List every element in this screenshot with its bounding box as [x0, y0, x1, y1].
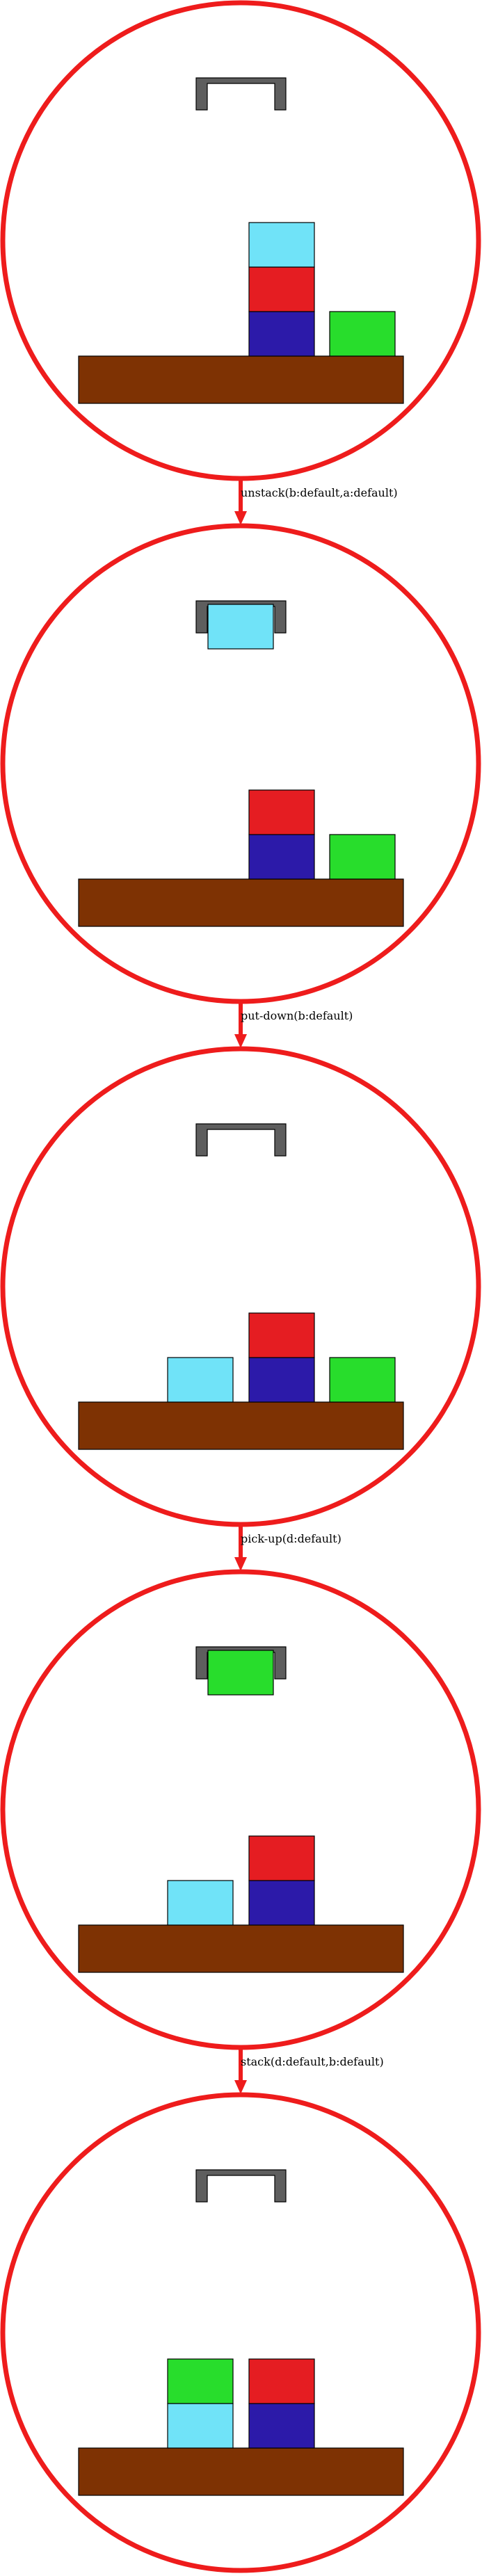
block-d — [329, 834, 396, 880]
block-c — [248, 266, 315, 312]
block-a — [248, 1880, 315, 1926]
table — [78, 1401, 404, 1450]
transition-label: pick-up(d:default) — [241, 1532, 342, 1545]
transition-arrow-4: stack(d:default,b:default) — [234, 2050, 384, 2094]
transition-label: put-down(b:default) — [241, 1009, 353, 1022]
block-d — [329, 1357, 396, 1403]
state-5 — [0, 2092, 481, 2573]
state-4 — [0, 1569, 481, 2050]
gripper — [195, 1123, 287, 1157]
gripper — [195, 1646, 287, 1680]
table — [78, 355, 404, 404]
block-d — [167, 2358, 234, 2404]
block-b — [248, 222, 315, 268]
gripper — [195, 600, 287, 634]
state-circle — [0, 2092, 481, 2573]
block-c — [248, 789, 315, 835]
state-1 — [0, 0, 481, 481]
block-a — [248, 834, 315, 880]
block-a — [248, 2403, 315, 2449]
block-c — [248, 1835, 315, 1881]
block-a — [248, 1357, 315, 1403]
state-circle — [0, 0, 481, 481]
block-b — [167, 2403, 234, 2449]
block-a — [248, 311, 315, 357]
state-circle — [0, 1046, 481, 1527]
state-circle — [0, 523, 481, 1004]
block-c — [248, 1312, 315, 1358]
block-c — [248, 2358, 315, 2404]
gripper — [195, 77, 287, 111]
transition-label: unstack(b:default,a:default) — [241, 486, 398, 499]
gripper — [195, 2169, 287, 2203]
table — [78, 878, 404, 927]
state-3 — [0, 1046, 481, 1527]
block-b — [167, 1880, 234, 1926]
held-block-b — [207, 604, 274, 650]
state-2 — [0, 523, 481, 1004]
block-b — [167, 1357, 234, 1403]
held-block-d — [207, 1650, 274, 1696]
transition-arrow-3: pick-up(d:default) — [234, 1527, 342, 1571]
transition-arrow-1: unstack(b:default,a:default) — [234, 481, 398, 525]
transition-arrow-2: put-down(b:default) — [234, 1004, 353, 1048]
state-circle — [0, 1569, 481, 2050]
block-d — [329, 311, 396, 357]
table — [78, 2447, 404, 2496]
transition-label: stack(d:default,b:default) — [241, 2055, 384, 2068]
table — [78, 1924, 404, 1973]
